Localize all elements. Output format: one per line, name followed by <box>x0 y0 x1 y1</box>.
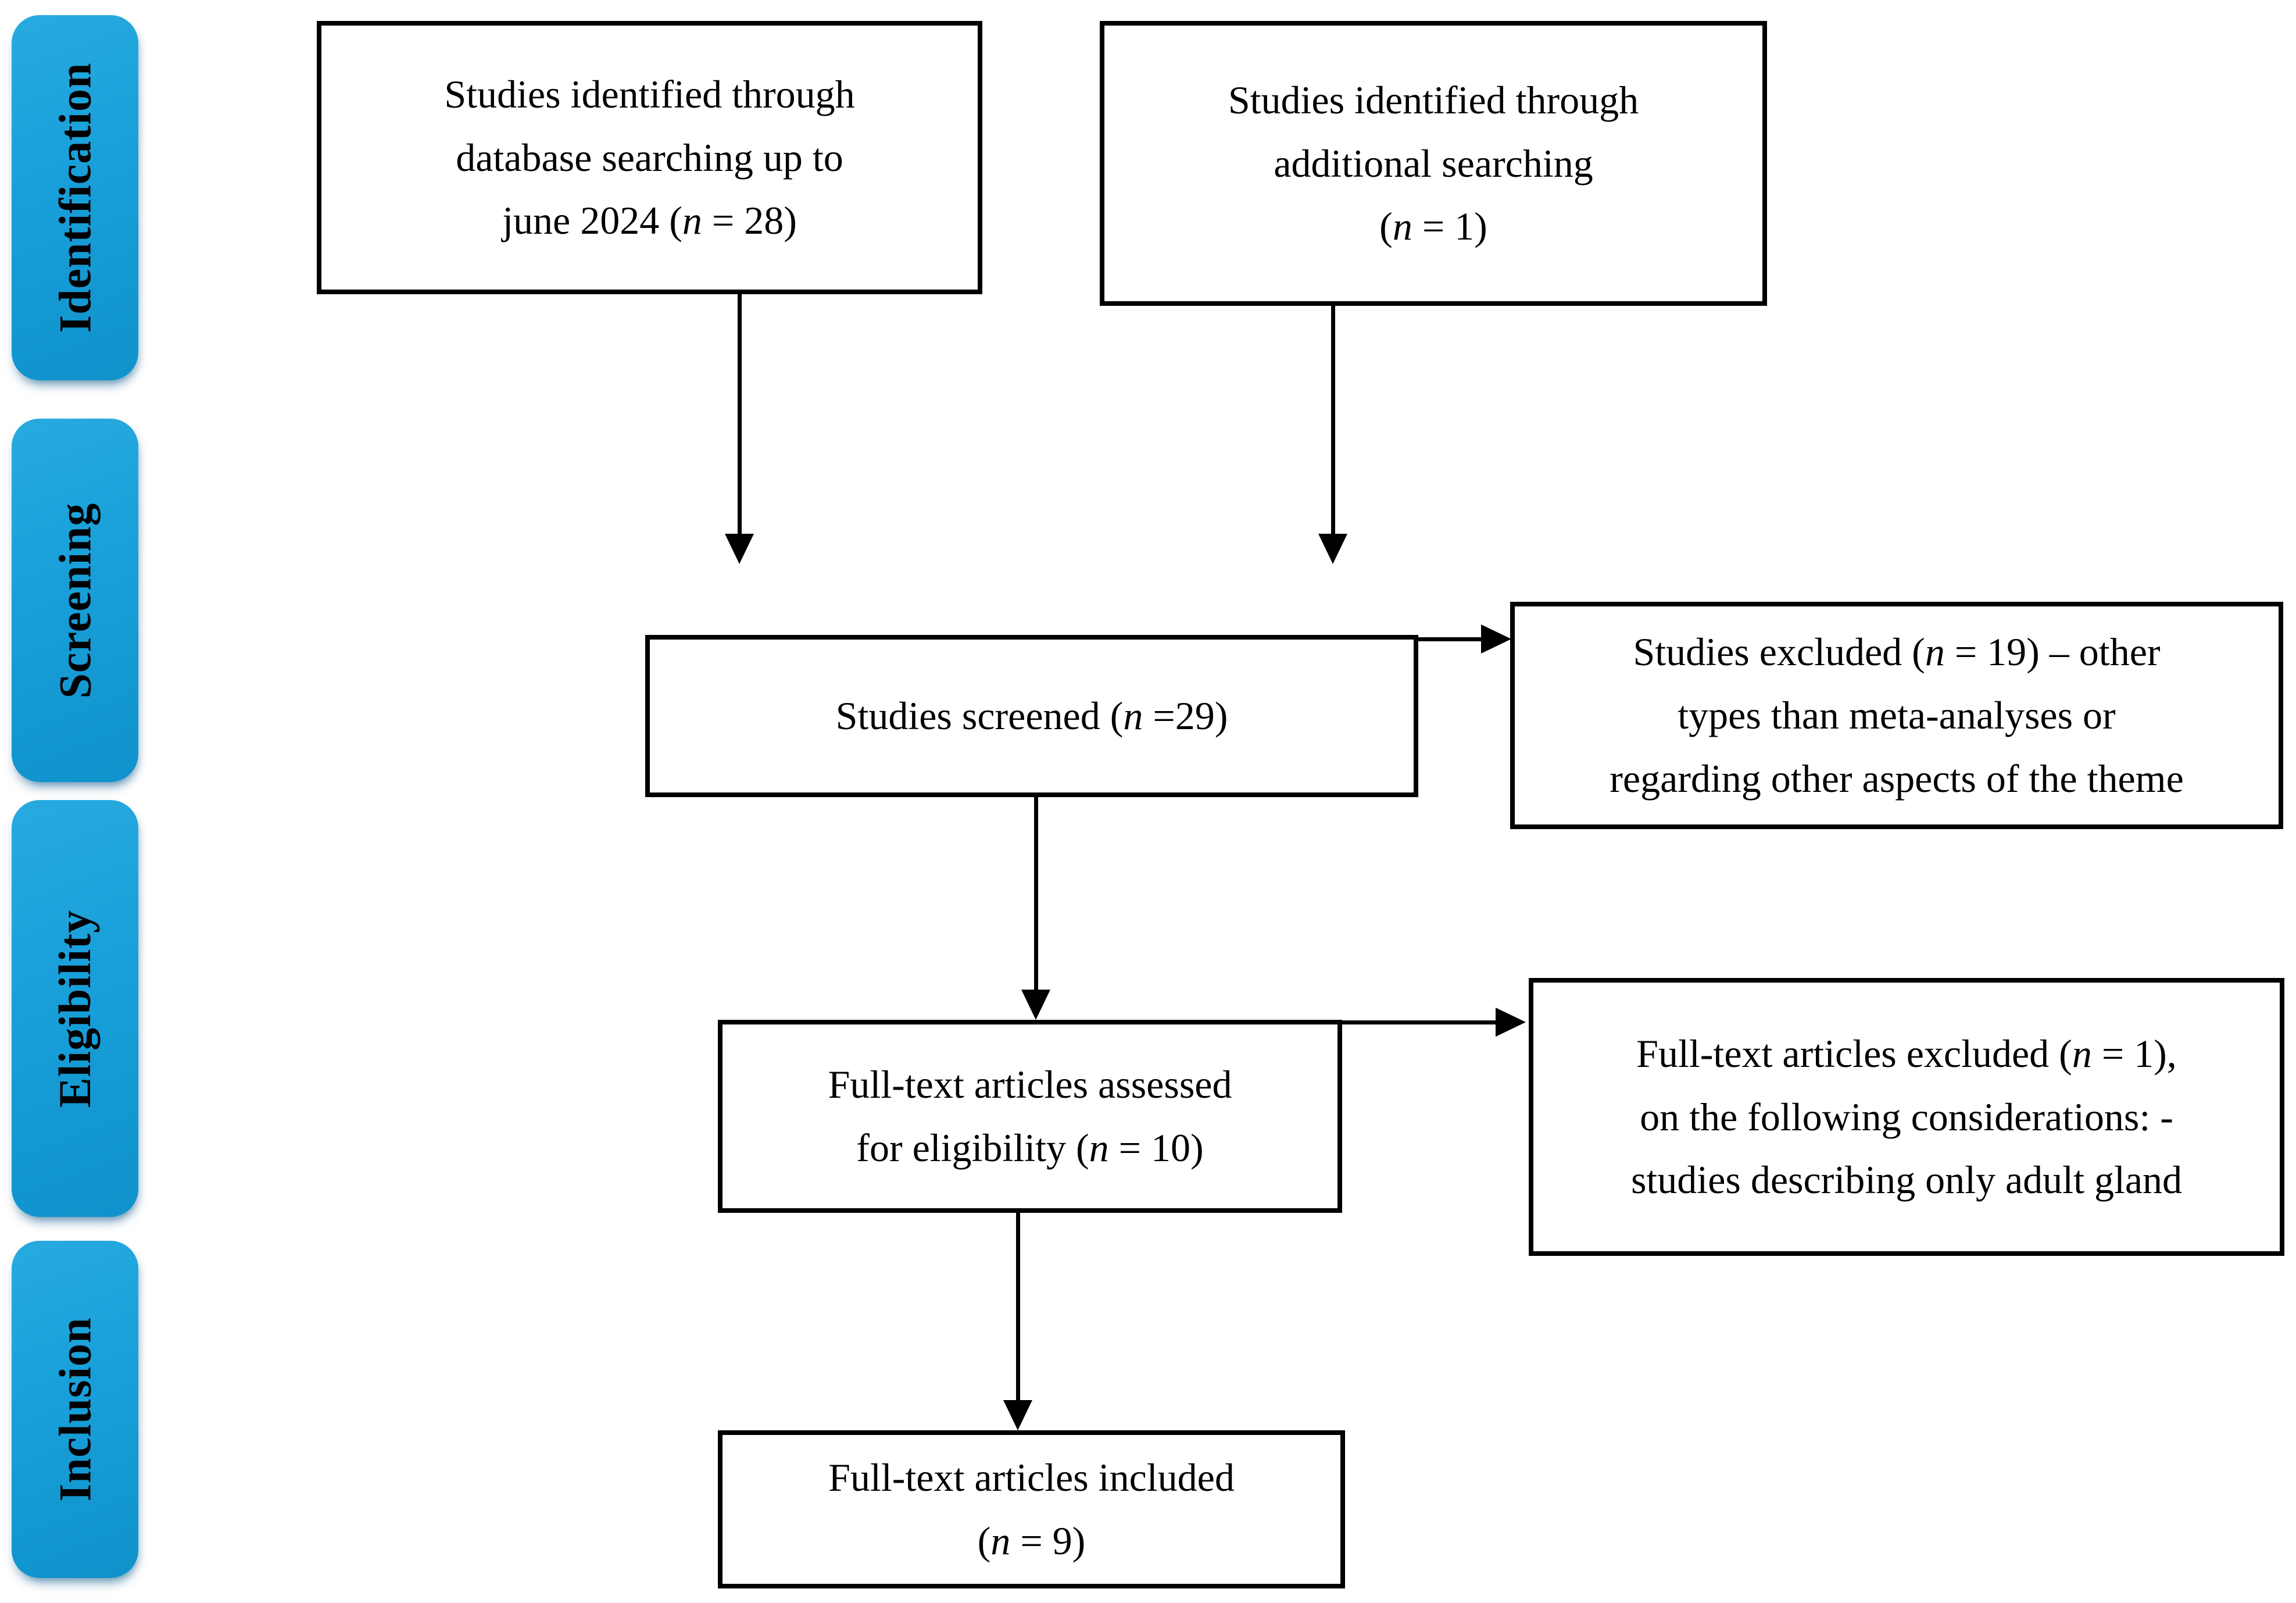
arrow-line <box>1418 637 1483 641</box>
stage-identification-label: Identification <box>49 62 101 333</box>
stage-screening: Screening <box>12 419 138 782</box>
arrow-line <box>738 294 742 535</box>
box-identified-additional-label: Studies identified through additional se… <box>1228 77 1639 249</box>
arrow-head-right-icon <box>1481 624 1511 654</box>
box-screened: Studies screened (n =29) <box>645 635 1418 797</box>
stage-screening-label: Screening <box>49 502 101 698</box>
arrow-line <box>1341 1020 1498 1024</box>
stage-eligibility: Eligibility <box>12 800 138 1217</box>
box-identified-database: Studies identified through database sear… <box>317 21 982 294</box>
stage-eligibility-label: Eligibility <box>49 909 100 1108</box>
box-fulltext-included: Full-text articles included (n = 9) <box>718 1430 1345 1588</box>
box-fulltext-excluded: Full-text articles excluded (n = 1), on … <box>1529 978 2284 1256</box>
arrow-line <box>1331 306 1335 535</box>
box-excluded-screening: Studies excluded (n = 19) – other types … <box>1510 602 2283 829</box>
arrow-line <box>1034 797 1038 992</box>
arrow-head-down-icon <box>1318 534 1347 564</box>
box-screened-label: Studies screened (n =29) <box>835 694 1228 738</box>
arrow-head-down-icon <box>1003 1400 1032 1430</box>
box-fulltext-excluded-label: Full-text articles excluded (n = 1), on … <box>1630 1031 2183 1202</box>
stage-inclusion: Inclusion <box>12 1241 138 1578</box>
box-fulltext-included-label: Full-text articles included (n = 9) <box>828 1455 1235 1563</box>
box-identified-additional: Studies identified through additional se… <box>1100 21 1767 306</box>
arrow-head-down-icon <box>725 534 754 564</box>
box-fulltext-assessed: Full-text articles assessed for eligibil… <box>718 1020 1342 1213</box>
box-excluded-screening-label: Studies excluded (n = 19) – other types … <box>1610 630 2184 801</box>
arrow-line <box>1016 1213 1020 1402</box>
box-fulltext-assessed-label: Full-text articles assessed for eligibil… <box>828 1062 1232 1170</box>
arrow-head-right-icon <box>1496 1008 1526 1037</box>
box-identified-database-label: Studies identified through database sear… <box>444 72 855 243</box>
stage-identification: Identification <box>12 15 138 380</box>
stage-inclusion-label: Inclusion <box>49 1317 100 1502</box>
arrow-head-down-icon <box>1021 990 1050 1020</box>
